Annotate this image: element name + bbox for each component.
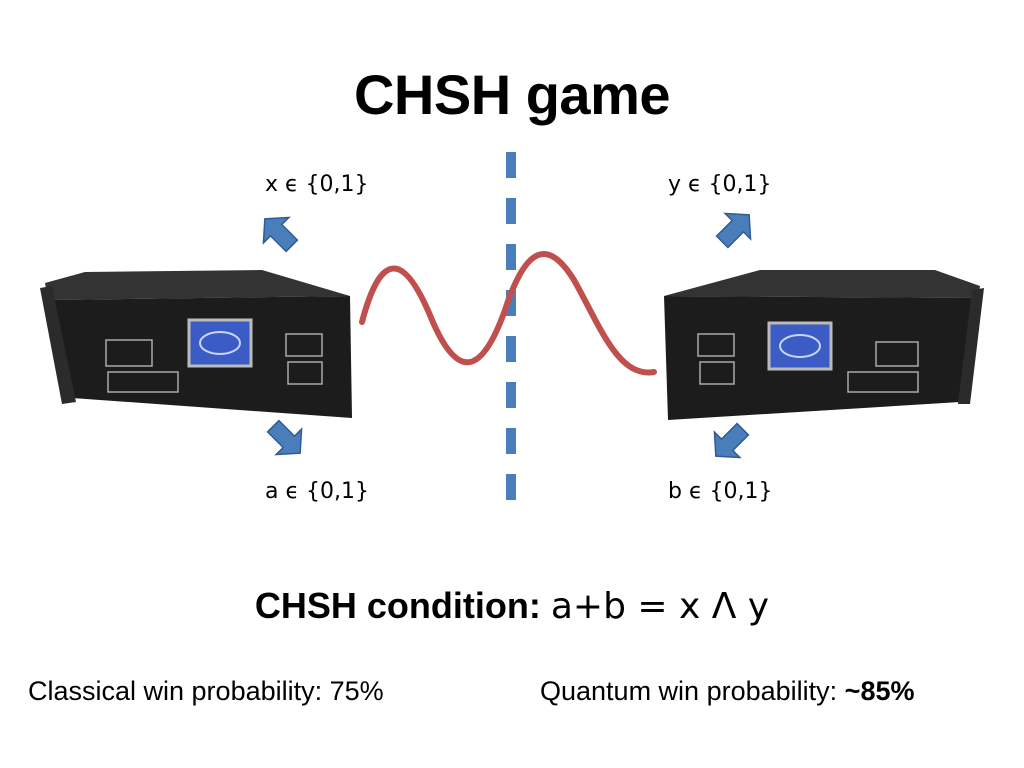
quantum-value: ~85%	[844, 676, 915, 706]
alice-input-label: x ϵ {0,1}	[265, 172, 369, 197]
arrow-icon	[715, 212, 752, 249]
chsh-condition: CHSH condition: a+b = x Λ y	[0, 585, 1024, 627]
condition-expression: a+b = x Λ y	[550, 586, 770, 627]
quantum-label: Quantum win probability:	[540, 676, 838, 706]
classical-label: Classical win probability:	[28, 676, 323, 706]
arrow-icon	[262, 216, 299, 253]
quantum-probability: Quantum win probability: ~85%	[540, 676, 914, 707]
arrow-icon	[713, 422, 750, 459]
alice-output-label: a ϵ {0,1}	[265, 479, 369, 504]
alice-device	[40, 270, 352, 418]
bob-output-label: b ϵ {0,1}	[668, 479, 773, 504]
bob-input-label: y ϵ {0,1}	[668, 172, 772, 197]
condition-label: CHSH condition:	[254, 585, 541, 626]
arrow-icon	[266, 419, 303, 456]
slide-title: CHSH game	[353, 63, 671, 126]
bob-device	[664, 270, 984, 420]
classical-probability: Classical win probability: 75%	[28, 676, 384, 707]
classical-value: 75%	[329, 676, 384, 706]
wave-icon	[359, 251, 657, 376]
